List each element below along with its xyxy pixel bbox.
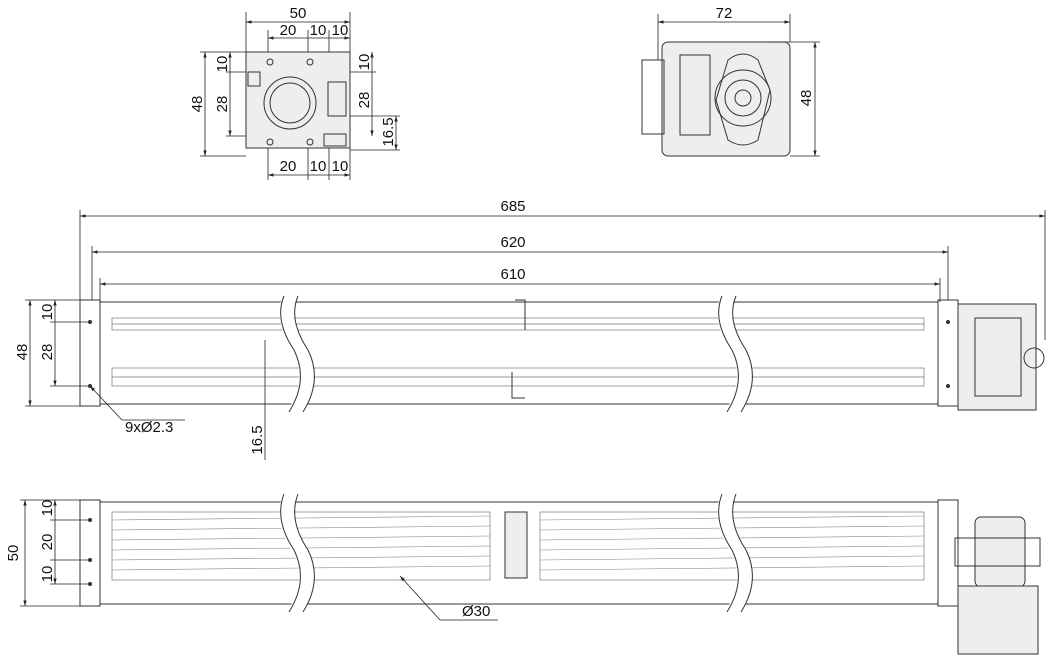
- dim-right-c: 16.5: [380, 117, 397, 146]
- dim-left-a: 10: [39, 500, 56, 517]
- dim-left-a: 10: [39, 304, 56, 321]
- dim-bottom-b: 10: [310, 158, 327, 175]
- front-view: 685 620 610 10 28 48 9xØ2.3 16.5: [14, 198, 1046, 460]
- dim-bottom-a: 20: [280, 158, 297, 175]
- dim-bottom-c: 10: [332, 158, 349, 175]
- dim-top-a: 20: [280, 22, 297, 39]
- dim-left-c: 10: [39, 566, 56, 583]
- dim-left-b: 20: [39, 534, 56, 551]
- dim-left-total: 48: [14, 344, 31, 361]
- end-view-left: 50 20 10 10 48 10 28 10 28 16.5 20 10 10: [189, 5, 400, 180]
- dim-offset: 16.5: [249, 425, 266, 454]
- dim-left-total: 48: [189, 96, 206, 113]
- dim-right-b: 28: [356, 92, 373, 109]
- dim-top-c: 10: [332, 22, 349, 39]
- dim-overall: 685: [500, 198, 525, 215]
- dim-left-total: 50: [5, 545, 22, 562]
- end-view-right: 72 48: [641, 5, 820, 157]
- dim-left-b: 28: [214, 96, 231, 113]
- dim-height: 48: [798, 90, 815, 107]
- dim-width: 72: [716, 5, 733, 22]
- dim-left-a: 10: [214, 56, 231, 73]
- dim-top-b: 10: [310, 22, 327, 39]
- dim-mid: 620: [500, 234, 525, 251]
- top-view: 10 20 10 50 Ø30: [5, 491, 1041, 655]
- dim-right-a: 10: [356, 54, 373, 71]
- dim-diameter: Ø30: [462, 603, 490, 620]
- dim-width: 50: [290, 5, 307, 22]
- dim-inner: 610: [500, 266, 525, 283]
- holes-note: 9xØ2.3: [125, 419, 173, 436]
- dim-left-b: 28: [39, 344, 56, 361]
